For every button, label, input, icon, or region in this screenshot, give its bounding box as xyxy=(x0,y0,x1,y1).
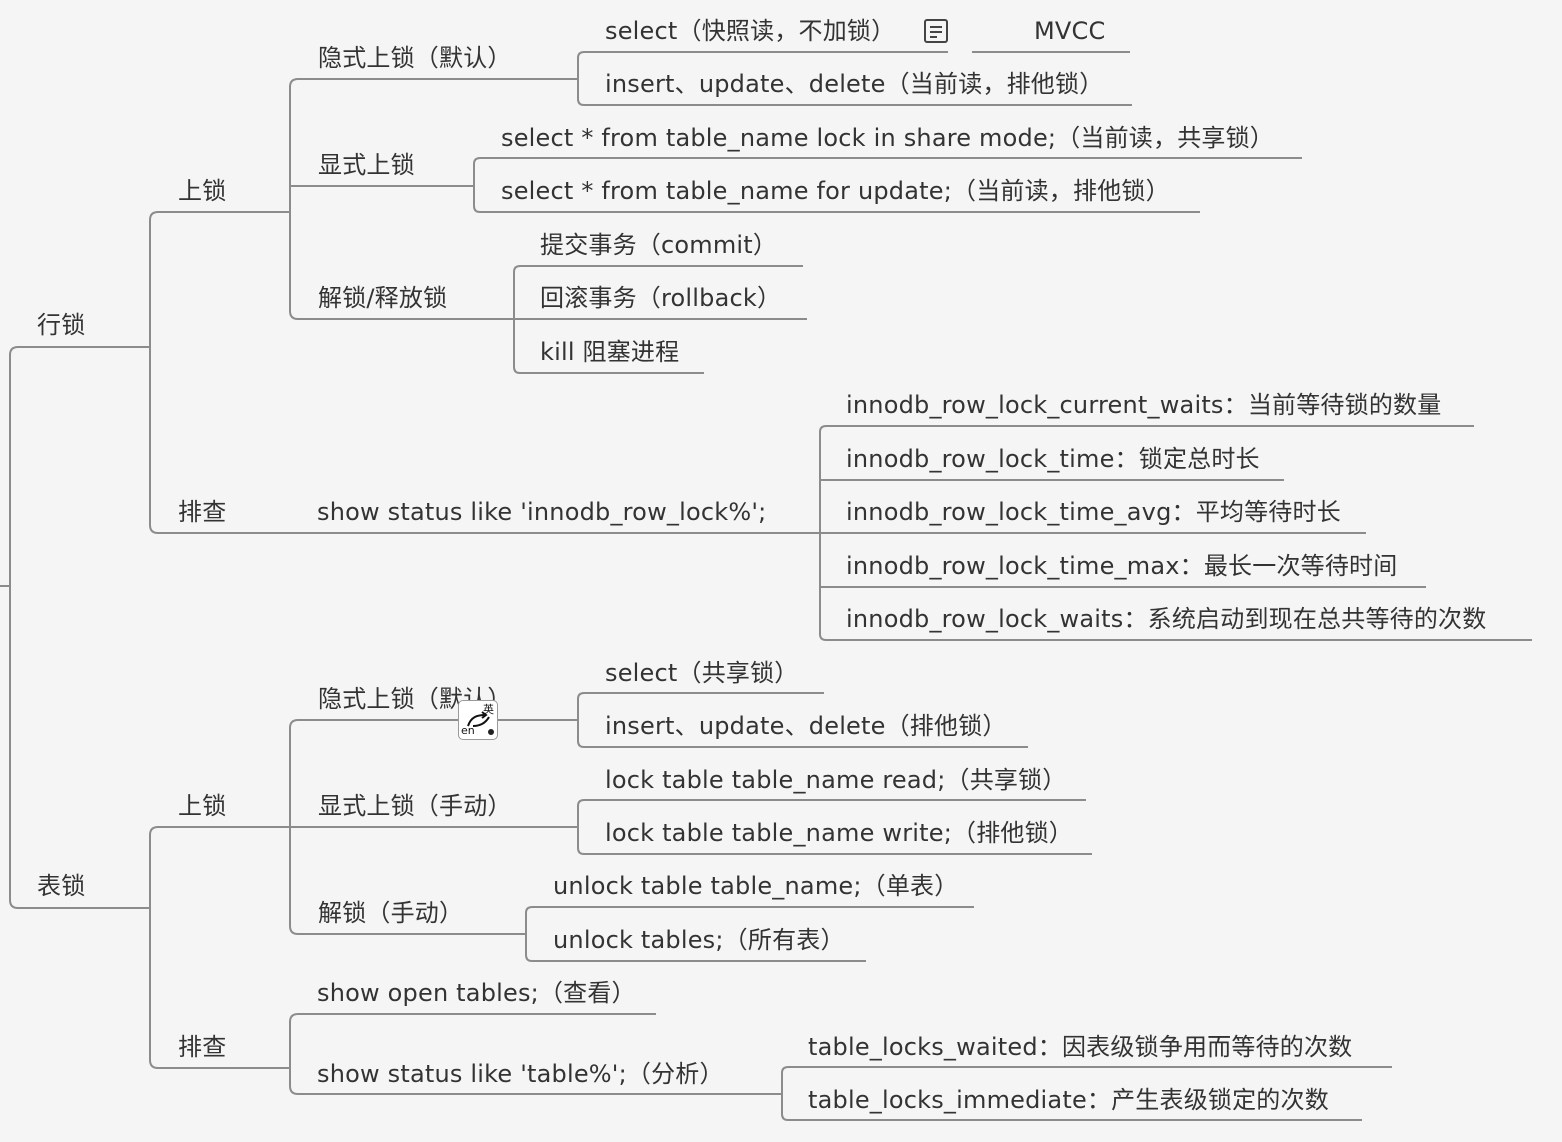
table-diagnose-bracket xyxy=(289,1013,782,1095)
node-row-commit[interactable]: 提交事务（commit） xyxy=(540,231,778,259)
node-row-current-waits[interactable]: innodb_row_lock_current_waits：当前等待锁的数量 xyxy=(846,391,1442,419)
row-implicit-bracket xyxy=(577,51,1132,106)
root-bracket xyxy=(9,346,150,909)
node-row-lock-time[interactable]: innodb_row_lock_time：锁定总时长 xyxy=(846,445,1260,473)
node-table-lock-write[interactable]: lock table table_name write;（排他锁） xyxy=(605,819,1073,847)
node-mvcc-note[interactable]: MVCC xyxy=(1034,17,1106,45)
node-row-locking[interactable]: 上锁 xyxy=(178,177,227,205)
input-method-icon[interactable]: 英 en xyxy=(458,700,498,740)
node-table-locks-immediate[interactable]: table_locks_immediate：产生表级锁定的次数 xyxy=(808,1086,1329,1114)
node-unlock-single-table[interactable]: unlock table table_name;（单表） xyxy=(553,872,959,900)
node-row-implicit-write[interactable]: insert、update、delete（当前读，排他锁） xyxy=(605,70,1104,98)
swap-arrows-icon xyxy=(467,711,490,727)
node-row-implicit-select[interactable]: select（快照读，不加锁） xyxy=(605,17,896,45)
status-dot xyxy=(488,729,494,735)
ime-en-label: en xyxy=(461,724,475,737)
node-row-kill[interactable]: kill 阻塞进程 xyxy=(540,338,680,366)
node-table-implicit-select[interactable]: select（共享锁） xyxy=(605,659,799,687)
node-unlock-all-tables[interactable]: unlock tables;（所有表） xyxy=(553,926,845,954)
node-table-diagnose[interactable]: 排查 xyxy=(178,1033,227,1061)
table-lock-bracket xyxy=(149,826,290,1069)
table-implicit-bracket xyxy=(577,692,1028,748)
node-table-explicit-lock[interactable]: 显式上锁（手动） xyxy=(318,792,512,820)
node-table-lock-read[interactable]: lock table table_name read;（共享锁） xyxy=(605,766,1067,794)
node-row-status-cmd[interactable]: show status like 'innodb_row_lock%'; xyxy=(317,498,767,526)
row-explicit-bracket xyxy=(473,157,1302,213)
ime-zh-label: 英 xyxy=(483,703,494,716)
node-row-unlock[interactable]: 解锁/释放锁 xyxy=(318,284,448,312)
node-row-explicit-share[interactable]: select * from table_name lock in share m… xyxy=(501,124,1275,152)
table-unlock-bracket xyxy=(525,906,974,962)
node-row-lock-time-avg[interactable]: innodb_row_lock_time_avg：平均等待时长 xyxy=(846,498,1341,526)
table-locking-bracket xyxy=(289,719,578,935)
node-row-explicit-update[interactable]: select * from table_name for update;（当前读… xyxy=(501,177,1170,205)
node-show-open-tables[interactable]: show open tables;（查看） xyxy=(317,979,636,1007)
node-row-lock[interactable]: 行锁 xyxy=(37,311,86,339)
row-locking-bracket xyxy=(289,78,578,320)
node-row-explicit-lock[interactable]: 显式上锁 xyxy=(318,151,415,179)
table-explicit-bracket xyxy=(577,799,1092,855)
row-status-bracket xyxy=(819,425,1532,641)
note-icon[interactable] xyxy=(923,18,949,44)
node-row-implicit-lock[interactable]: 隐式上锁（默认） xyxy=(318,44,512,72)
node-row-diagnose[interactable]: 排查 xyxy=(178,498,227,526)
node-table-lock[interactable]: 表锁 xyxy=(37,872,86,900)
node-row-rollback[interactable]: 回滚事务（rollback） xyxy=(540,284,782,312)
node-table-status-cmd[interactable]: show status like 'table%';（分析） xyxy=(317,1060,724,1088)
node-table-locks-waited[interactable]: table_locks_waited：因表级锁争用而等待的次数 xyxy=(808,1033,1353,1061)
node-row-lock-time-max[interactable]: innodb_row_lock_time_max：最长一次等待时间 xyxy=(846,552,1398,580)
node-table-implicit-write[interactable]: insert、update、delete（排他锁） xyxy=(605,712,1007,740)
node-row-lock-waits[interactable]: innodb_row_lock_waits：系统启动到现在总共等待的次数 xyxy=(846,605,1487,633)
row-lock-bracket xyxy=(149,211,290,534)
row-unlock-bracket xyxy=(513,265,807,374)
node-table-unlock[interactable]: 解锁（手动） xyxy=(318,899,464,927)
table-status-bracket xyxy=(781,1066,1392,1121)
node-table-locking[interactable]: 上锁 xyxy=(178,792,227,820)
